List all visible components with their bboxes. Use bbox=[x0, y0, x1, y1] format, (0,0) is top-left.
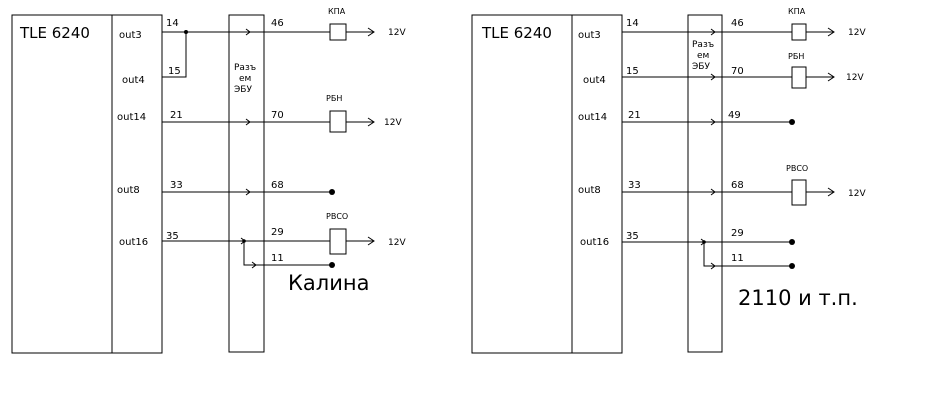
terminal-46: 46 bbox=[271, 18, 284, 29]
wire-num-35: 35 bbox=[626, 231, 639, 242]
connector-label-2: ем bbox=[239, 74, 251, 84]
voltage-label: 12V bbox=[388, 238, 406, 248]
connector-arrow bbox=[710, 73, 716, 81]
wire-num-21: 21 bbox=[628, 110, 641, 121]
wire-num-14: 14 bbox=[626, 18, 639, 29]
terminal-70: 70 bbox=[271, 110, 284, 121]
connector-arrow bbox=[710, 188, 716, 196]
wire-num-15: 15 bbox=[168, 66, 181, 77]
junction-dot bbox=[184, 30, 188, 34]
arrow-12v bbox=[827, 72, 835, 82]
terminal-29: 29 bbox=[271, 227, 284, 238]
terminal-29: 29 bbox=[731, 228, 744, 239]
pin-out14: out14 bbox=[578, 112, 607, 123]
relay-rvso bbox=[329, 228, 347, 255]
pin-out14: out14 bbox=[117, 112, 146, 123]
arrow-12v bbox=[827, 187, 835, 197]
arrow-12v bbox=[827, 27, 835, 37]
terminal-end-dot bbox=[329, 262, 335, 268]
wire-11-branch bbox=[703, 242, 792, 267]
label-rbn: РБН bbox=[326, 94, 342, 103]
pin-out4: out4 bbox=[122, 75, 145, 86]
voltage-label: 12V bbox=[384, 118, 402, 128]
chip-pin-column bbox=[571, 14, 623, 354]
connector-label-3: ЭБУ bbox=[234, 85, 252, 95]
label-rbn: РБН bbox=[788, 52, 804, 61]
connector-arrow bbox=[710, 118, 716, 126]
pin-out3: out3 bbox=[119, 30, 142, 41]
chip-title: TLE 6240 bbox=[19, 24, 90, 42]
pin-out3: out3 bbox=[578, 30, 601, 41]
pin-out4: out4 bbox=[583, 75, 606, 86]
chip-body bbox=[471, 14, 573, 354]
pin-out16: out16 bbox=[119, 237, 148, 248]
terminal-68: 68 bbox=[271, 180, 284, 191]
diagram-2110: TLE 6240 out3 out4 out14 out8 out16 Разъ… bbox=[471, 7, 866, 354]
relay-kpa bbox=[791, 23, 807, 41]
wire-num-21: 21 bbox=[170, 110, 183, 121]
terminal-end-dot bbox=[329, 189, 335, 195]
wire-15 bbox=[162, 32, 187, 78]
connector-label-1: Разъ bbox=[692, 40, 714, 50]
arrow-12v bbox=[367, 117, 375, 127]
terminal-68: 68 bbox=[731, 180, 744, 191]
chip-title: TLE 6240 bbox=[481, 24, 552, 42]
connector-label-1: Разъ bbox=[234, 63, 256, 73]
diagram-kalina: TLE 6240 out3 out4 out14 out8 out16 Разъ… bbox=[11, 7, 406, 354]
voltage-label: 12V bbox=[388, 28, 406, 38]
caption-kalina: Калина bbox=[288, 271, 369, 295]
voltage-label: 12V bbox=[848, 28, 866, 38]
chip-pin-column bbox=[111, 14, 163, 354]
relay-rvso bbox=[791, 179, 807, 206]
label-rvso: РВСО bbox=[786, 164, 808, 173]
pin-out16: out16 bbox=[580, 237, 609, 248]
label-kpa: КПА bbox=[788, 7, 806, 16]
pin-out8: out8 bbox=[578, 185, 601, 196]
ecu-connector bbox=[228, 14, 265, 353]
arrow-12v bbox=[367, 236, 375, 246]
relay-kpa bbox=[329, 23, 347, 41]
voltage-label: 12V bbox=[848, 189, 866, 199]
wire-11-branch bbox=[243, 241, 332, 266]
connector-arrow bbox=[710, 262, 716, 270]
wire-num-14: 14 bbox=[166, 18, 179, 29]
connector-arrow bbox=[245, 118, 251, 126]
connector-arrow bbox=[251, 261, 257, 269]
pin-out8: out8 bbox=[117, 185, 140, 196]
label-kpa: КПА bbox=[328, 7, 346, 16]
connector-label-3: ЭБУ bbox=[692, 62, 710, 72]
wire-num-35: 35 bbox=[166, 231, 179, 242]
terminal-end-dot bbox=[789, 119, 795, 125]
terminal-end-dot bbox=[789, 239, 795, 245]
connector-arrow bbox=[245, 188, 251, 196]
arrow-12v bbox=[367, 27, 375, 37]
connector-label-2: ем bbox=[697, 51, 709, 61]
terminal-46: 46 bbox=[731, 18, 744, 29]
terminal-49: 49 bbox=[728, 110, 741, 121]
terminal-70: 70 bbox=[731, 66, 744, 77]
relay-rbn bbox=[791, 66, 807, 89]
wire-num-15: 15 bbox=[626, 66, 639, 77]
caption-2110: 2110 и т.п. bbox=[738, 286, 858, 310]
label-rvso: РВСО bbox=[326, 212, 348, 221]
chip-body bbox=[11, 14, 113, 354]
voltage-label: 12V bbox=[846, 73, 864, 83]
wire-num-33: 33 bbox=[170, 180, 183, 191]
terminal-end-dot bbox=[789, 263, 795, 269]
relay-rbn bbox=[329, 110, 347, 133]
wire-num-33: 33 bbox=[628, 180, 641, 191]
ecu-connector bbox=[687, 14, 723, 353]
terminal-11: 11 bbox=[731, 253, 744, 264]
connector-arrow bbox=[710, 28, 716, 36]
terminal-11: 11 bbox=[271, 253, 284, 264]
connector-arrow bbox=[245, 28, 251, 36]
